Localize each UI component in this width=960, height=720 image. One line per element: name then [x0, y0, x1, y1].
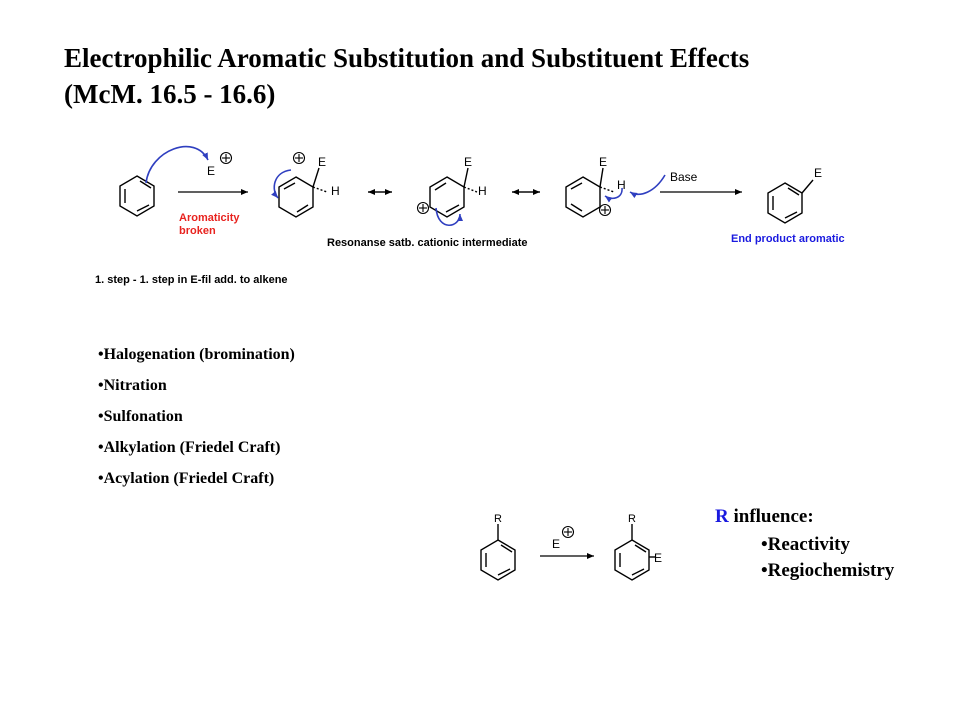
- charge-plus-1: [219, 151, 233, 165]
- list-item-text: Nitration: [103, 377, 167, 394]
- list-item-text: Halogenation (bromination): [103, 346, 295, 363]
- charge-plus-4: [598, 203, 612, 217]
- r-influence-text: influence:: [728, 506, 814, 527]
- charge-plus-2: [292, 151, 306, 165]
- substituent-label-2: R: [628, 513, 636, 525]
- list-item: •Regiochemistry: [761, 560, 895, 581]
- resonance-label: Resonanse satb. cationic intermediate: [327, 237, 528, 249]
- hydrogen-label-3: H: [617, 178, 626, 192]
- charge-plus-3: [416, 201, 430, 215]
- electrophile-label-6: E: [552, 537, 560, 551]
- substituent-label-1: R: [494, 513, 502, 525]
- list-item: •Sulfonation: [98, 408, 183, 425]
- list-item-text: Reactivity: [767, 534, 850, 555]
- hydrogen-label-1: H: [331, 184, 340, 198]
- benzene-product: [767, 179, 814, 224]
- benzene-start: [119, 175, 155, 217]
- list-item-text: Alkylation (Friedel Craft): [103, 439, 281, 456]
- curly-arrow-intermediate-2: [435, 207, 463, 227]
- end-product-label: End product aromatic: [731, 233, 845, 245]
- electrophile-label-4: E: [599, 155, 607, 169]
- electrophile-label-2: E: [318, 155, 326, 169]
- list-item-text: Regiochemistry: [767, 560, 895, 581]
- list-item-text: Sulfonation: [103, 408, 183, 425]
- step-note: 1. step - 1. step in E-fil add. to alken…: [95, 274, 288, 286]
- r-influence-box: R influence: •Reactivity •Regiochemistry: [715, 502, 894, 584]
- list-item: •Acylation (Friedel Craft): [98, 466, 295, 497]
- slide-title: Electrophilic Aromatic Substitution and …: [64, 40, 944, 112]
- electrophile-label-1: E: [207, 164, 215, 178]
- electrophile-label-3: E: [464, 155, 472, 169]
- electrophile-label-5: E: [814, 166, 822, 180]
- r-influence-heading: R influence:: [715, 502, 894, 532]
- list-item: •Halogenation (bromination): [98, 346, 295, 363]
- substituted-benzene-product: [614, 524, 656, 581]
- list-item: •Reactivity: [761, 534, 850, 555]
- reaction-type-list: •Halogenation (bromination) •Nitration •…: [98, 342, 295, 497]
- curly-arrow-intermediate-1: [271, 169, 292, 199]
- arenium-intermediate-1: [278, 167, 328, 218]
- list-item: •Alkylation (Friedel Craft): [98, 439, 281, 456]
- title-line-1: Electrophilic Aromatic Substitution and …: [64, 43, 750, 73]
- curly-arrow-base: [629, 174, 666, 199]
- list-item-text: Acylation (Friedel Craft): [103, 470, 287, 487]
- base-label: Base: [670, 170, 698, 184]
- list-item: •Nitration: [98, 377, 167, 394]
- aromaticity-note-line-1: Aromaticity: [179, 212, 240, 224]
- arenium-intermediate-3: [565, 167, 615, 218]
- aromaticity-note-line-2: broken: [179, 225, 216, 237]
- curly-arrow-pi-to-E: [145, 145, 209, 184]
- substituted-benzene-reactant: [480, 524, 516, 581]
- title-line-2: (McM. 16.5 - 16.6): [64, 79, 276, 109]
- charge-plus-5: [561, 525, 575, 539]
- hydrogen-label-2: H: [478, 184, 487, 198]
- arenium-intermediate-2: [429, 167, 478, 218]
- r-letter: R: [715, 506, 729, 527]
- electrophile-label-7: E: [654, 551, 662, 565]
- curly-arrow-intermediate-3: [604, 187, 623, 203]
